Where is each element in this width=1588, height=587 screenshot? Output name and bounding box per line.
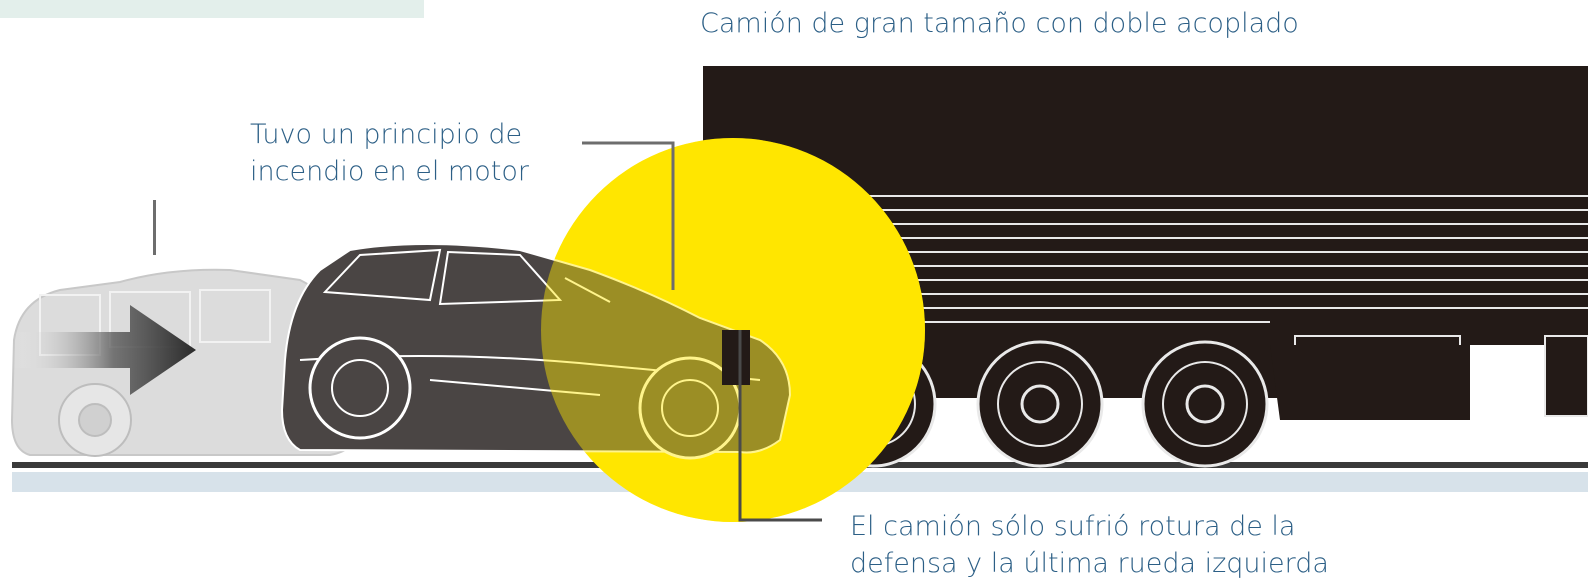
corner-box (0, 0, 424, 18)
ghost-marker-line (153, 200, 156, 255)
leader-fire (582, 141, 675, 290)
leader-damage (738, 330, 822, 522)
truck-bumper (722, 330, 750, 385)
truck-wheel (1141, 340, 1269, 468)
arrow-right-icon (12, 305, 196, 395)
truck-damage-label-line2: defensa y la última rueda izquierda (850, 548, 1329, 579)
ghost-car (10, 268, 362, 457)
engine-fire-label-line2: incendio en el motor (250, 156, 529, 187)
engine-fire-label: Tuvo un principio de incendio en el moto… (250, 116, 529, 190)
suv-car (280, 243, 792, 460)
truck-wheel (976, 340, 1104, 468)
engine-fire-label-line1: Tuvo un principio de (250, 119, 523, 150)
truck-damage-label: El camión sólo sufrió rotura de la defen… (850, 508, 1329, 582)
truck-label: Camión de gran tamaño con doble acoplado (700, 8, 1299, 39)
truck-damage-label-line1: El camión sólo sufrió rotura de la (850, 511, 1296, 542)
